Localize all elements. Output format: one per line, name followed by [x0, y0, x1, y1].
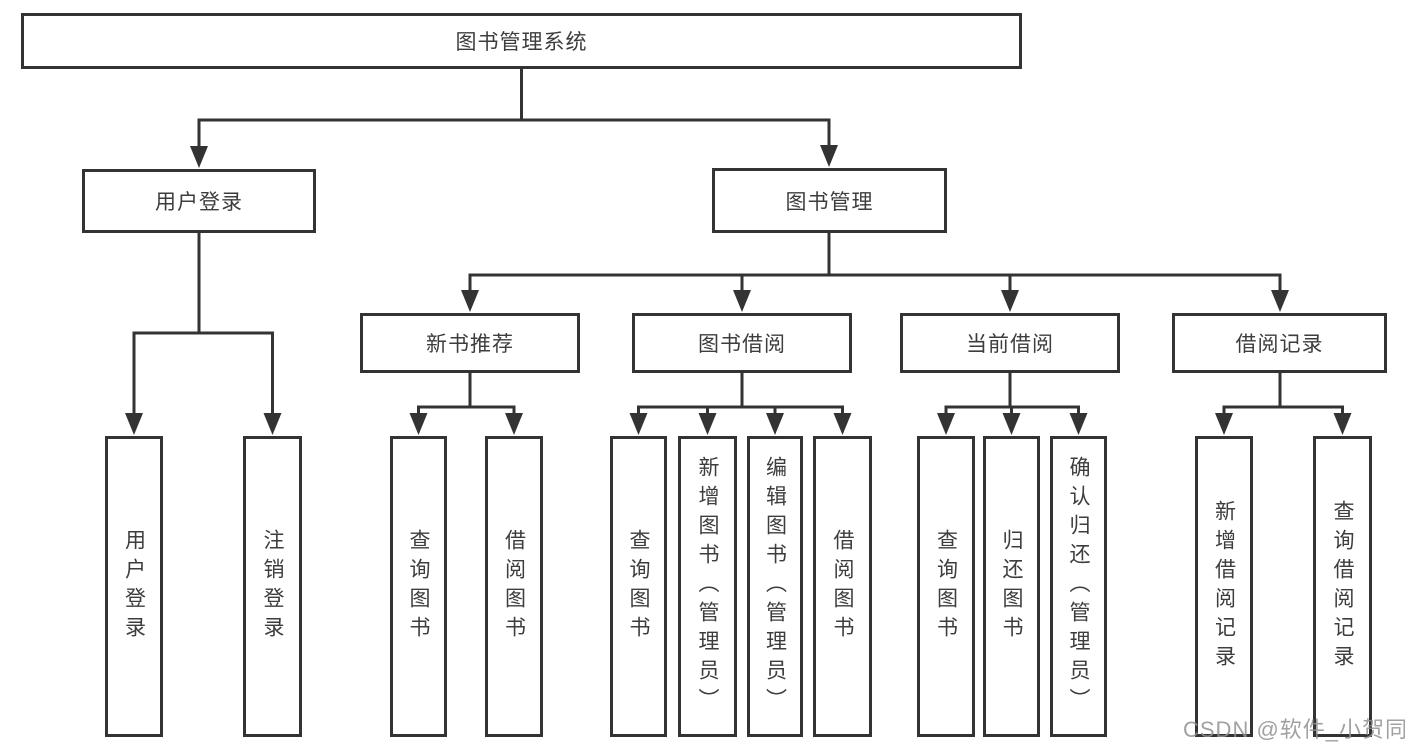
leaf-label: 查询图书: [407, 528, 431, 645]
node-book-management-label: 图书管理: [785, 190, 874, 214]
leaf-user-login: 用户登录: [105, 436, 163, 737]
node-root-label: 图书管理系统: [455, 31, 588, 54]
leaf-label: 编辑图书（管理员）: [763, 456, 787, 717]
node-root: 图书管理系统: [21, 13, 1022, 69]
leaf-label: 查询图书: [934, 528, 958, 645]
leaf-add-book-admin: 新增图书（管理员）: [678, 436, 737, 737]
leaf-label: 借阅图书: [831, 528, 855, 645]
leaf-label: 新增借阅记录: [1212, 499, 1236, 674]
leaf-query-borrow-record: 查询借阅记录: [1313, 436, 1372, 737]
leaf-edit-book-admin: 编辑图书（管理员）: [747, 436, 803, 737]
leaf-logout: 注销登录: [243, 436, 302, 737]
leaf-borrow-book: 借阅图书: [813, 436, 872, 737]
node-current-borrowing: 当前借阅: [900, 313, 1120, 373]
node-borrowing-records: 借阅记录: [1172, 313, 1387, 373]
leaf-query-book-current: 查询图书: [917, 436, 975, 737]
node-borrowing-records-label: 借阅记录: [1235, 333, 1324, 356]
node-new-book-recommend-label: 新书推荐: [426, 333, 514, 356]
leaf-add-borrow-record: 新增借阅记录: [1195, 436, 1253, 737]
node-user-login: 用户登录: [82, 169, 316, 233]
node-current-borrowing-label: 当前借阅: [966, 333, 1054, 356]
leaf-label: 新增图书（管理员）: [696, 456, 720, 717]
leaf-label: 归还图书: [1000, 528, 1024, 645]
leaf-label: 注销登录: [261, 528, 285, 645]
leaf-query-book-borrowing: 查询图书: [610, 436, 667, 737]
node-new-book-recommend: 新书推荐: [360, 313, 580, 373]
node-book-management: 图书管理: [712, 168, 947, 233]
watermark: CSDN @软件_小贺同学: [1183, 717, 1405, 742]
leaf-label: 借阅图书: [502, 528, 526, 645]
leaf-borrow-book-recommend: 借阅图书: [485, 436, 543, 737]
leaf-confirm-return-admin: 确认归还（管理员）: [1050, 436, 1107, 737]
node-book-borrowing: 图书借阅: [632, 313, 852, 373]
leaf-label: 用户登录: [122, 528, 146, 645]
leaf-label: 确认归还（管理员）: [1067, 456, 1091, 717]
node-user-login-label: 用户登录: [155, 191, 243, 214]
leaf-query-book-recommend: 查询图书: [390, 436, 447, 737]
leaf-label: 查询图书: [627, 528, 651, 645]
node-book-borrowing-label: 图书借阅: [698, 333, 786, 356]
arrowheads: [125, 145, 1352, 435]
leaf-return-book: 归还图书: [983, 436, 1040, 737]
leaf-label: 查询借阅记录: [1331, 499, 1355, 674]
